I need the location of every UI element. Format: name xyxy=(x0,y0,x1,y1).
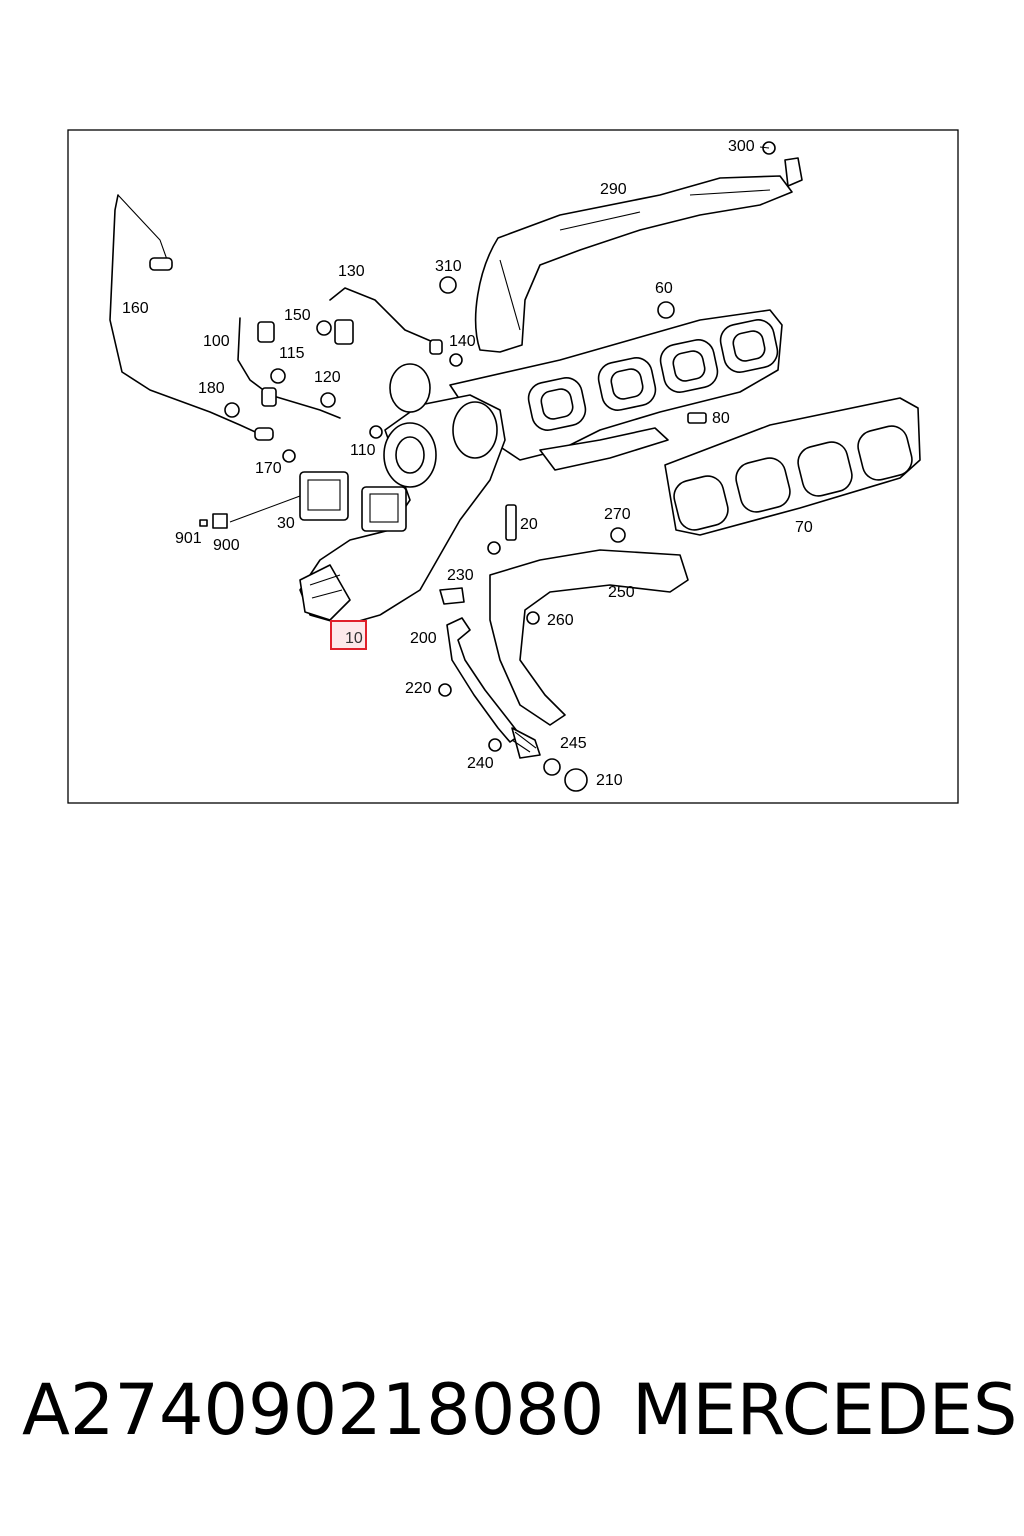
callout-150: 150 xyxy=(284,307,311,324)
oil-line-100 xyxy=(237,317,341,419)
callout-300: 300 xyxy=(728,138,755,155)
callout-250: 250 xyxy=(608,584,635,601)
callout-210: 210 xyxy=(596,772,623,789)
oil-line-130 xyxy=(329,287,441,346)
oil-line-160 xyxy=(109,194,263,436)
callout-130: 130 xyxy=(338,263,365,280)
actuator-left xyxy=(299,471,349,521)
actuator-right xyxy=(361,486,407,532)
callout-80: 80 xyxy=(712,410,730,427)
callout-240: 240 xyxy=(467,755,494,772)
callout-120: 120 xyxy=(314,369,341,386)
callout-115: 115 xyxy=(279,345,305,362)
callout-110: 110 xyxy=(350,442,376,459)
callout-230: 230 xyxy=(447,567,474,584)
callout-30: 30 xyxy=(277,515,295,532)
callout-60: 60 xyxy=(655,280,673,297)
callout-170: 170 xyxy=(255,460,282,477)
heat-shield xyxy=(474,175,793,353)
callout-260: 260 xyxy=(547,612,574,629)
callout-310: 310 xyxy=(435,258,462,275)
brand-name: MERCEDES xyxy=(632,1369,1018,1451)
callout-200: 200 xyxy=(410,630,437,647)
manifold-gasket xyxy=(664,397,921,536)
callout-160: 160 xyxy=(122,300,149,317)
callout-180: 180 xyxy=(198,380,225,397)
support-bracket xyxy=(489,549,689,726)
callout-245: 245 xyxy=(560,735,587,752)
callout-270: 270 xyxy=(604,506,631,523)
turbocharger xyxy=(299,394,506,626)
part-number: A274090218080 xyxy=(22,1369,605,1451)
callout-900: 900 xyxy=(213,537,240,554)
callout-220: 220 xyxy=(405,680,432,697)
highlight-box xyxy=(330,620,367,650)
callout-20: 20 xyxy=(520,516,538,533)
callout-10: 10 xyxy=(345,630,363,647)
callout-290: 290 xyxy=(600,181,627,198)
callout-901: 901 xyxy=(175,530,202,547)
callout-140: 140 xyxy=(449,333,476,350)
callout-70: 70 xyxy=(795,519,813,536)
callout-100: 100 xyxy=(203,333,230,350)
